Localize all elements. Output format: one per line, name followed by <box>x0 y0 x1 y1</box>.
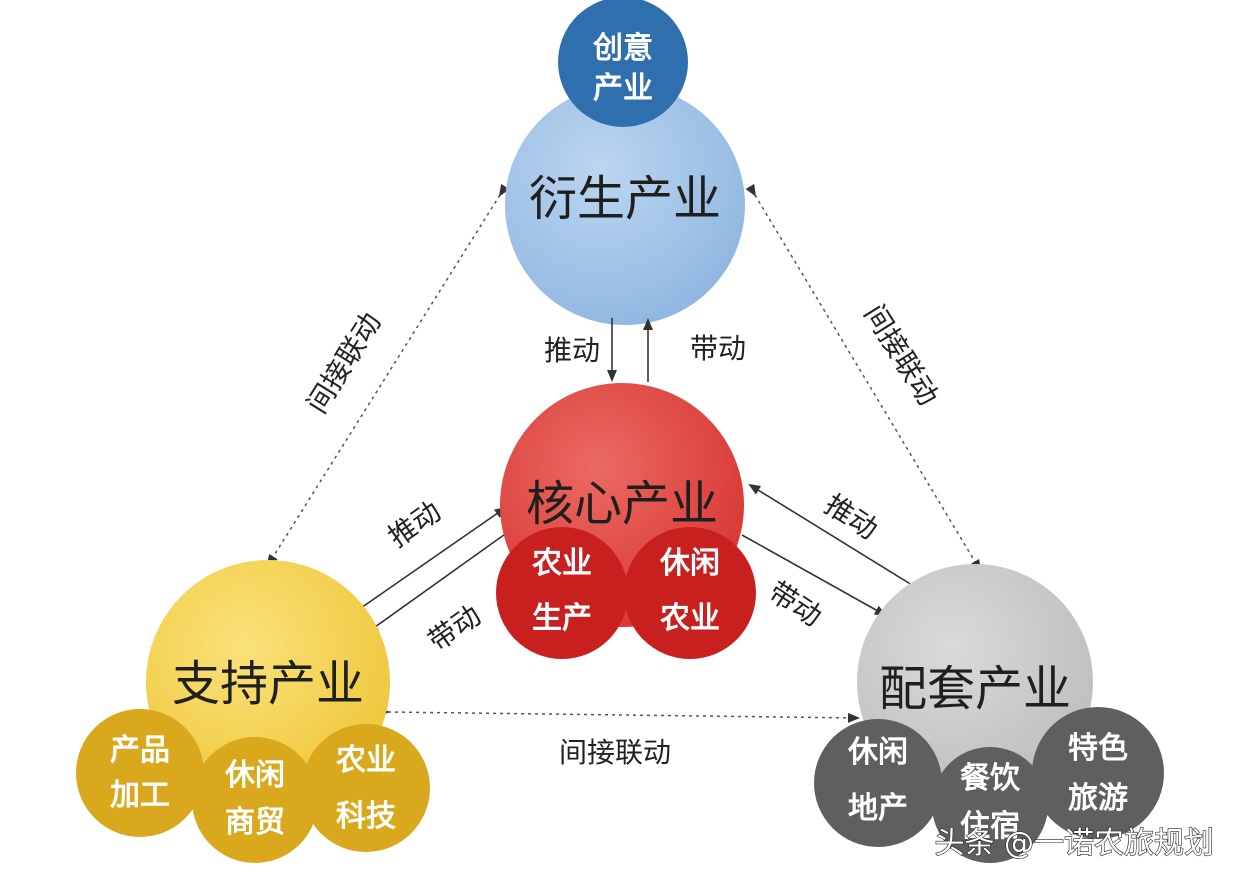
arrow-support-to-core <box>357 506 507 611</box>
arrow-supporting-to-core <box>748 483 913 586</box>
label-derivative-to-core: 推动 <box>544 334 600 367</box>
core-industry-label: 核心产业 <box>526 476 718 532</box>
creative-industry-line1: 创意 <box>592 31 653 66</box>
support-sub-1-line1: 产品 <box>110 733 170 768</box>
support-sub-3-line1: 农业 <box>335 743 396 778</box>
arrow-core-to-supporting <box>741 534 887 616</box>
supporting-sub-2-line1: 餐饮 <box>960 761 1021 796</box>
supporting-sub-bubble-1 <box>814 719 942 847</box>
watermark-text: 头条 @一诺农旅规划 <box>934 826 1214 861</box>
indirect-link-bottom <box>377 706 860 723</box>
core-sub-1-line2: 生产 <box>532 601 592 636</box>
supporting-sub-2-line2: 住宿 <box>960 809 1020 844</box>
core-sub-bubble-1 <box>496 527 628 659</box>
creative-industry-line2: 产业 <box>593 71 653 106</box>
supporting-sub-bubble-2 <box>932 747 1048 863</box>
left-links: 推动 带动 <box>357 495 509 658</box>
indirect-link-right <box>745 183 982 572</box>
indirect-link-left <box>266 183 510 567</box>
label-indirect-bottom: 间接联动 <box>559 736 671 769</box>
supporting-sub-3-line1: 特色 <box>1068 731 1128 766</box>
label-supporting-to-core: 推动 <box>819 488 884 546</box>
core-sub-2-line2: 农业 <box>659 601 720 636</box>
support-sub-2-line2: 商贸 <box>225 805 285 840</box>
vertical-links: 推动 带动 <box>544 318 746 382</box>
label-indirect-left: 间接联动 <box>300 307 387 419</box>
support-industry-label: 支持产业 <box>172 656 364 712</box>
label-core-to-supporting: 带动 <box>763 575 828 633</box>
core-sub-bubble-2 <box>624 527 756 659</box>
supporting-sub-3-line2: 旅游 <box>1068 781 1128 816</box>
support-sub-bubble-1 <box>76 709 204 837</box>
supporting-sub-1-line1: 休闲 <box>847 735 908 770</box>
supporting-sub-bubble-3 <box>1032 707 1164 839</box>
derivative-industry-circle <box>505 85 745 325</box>
derivative-industry-node: 衍生产业 创意 产业 <box>505 0 745 325</box>
core-sub-1-line1: 农业 <box>531 546 592 581</box>
supporting-industry-label: 配套产业 <box>879 661 1071 717</box>
label-indirect-right: 间接联动 <box>857 299 944 411</box>
core-industry-node: 核心产业 农业 生产 休闲 农业 <box>496 383 756 659</box>
support-sub-1-line2: 加工 <box>110 778 170 813</box>
arrow-core-to-support <box>366 531 509 634</box>
label-core-to-derivative: 带动 <box>690 332 746 365</box>
label-support-to-core: 推动 <box>382 495 447 554</box>
core-sub-2-line1: 休闲 <box>659 546 720 581</box>
supporting-industry-node: 配套产业 休闲 地产 餐饮 住宿 特色 旅游 <box>814 564 1164 863</box>
supporting-sub-1-line2: 地产 <box>848 791 908 826</box>
support-sub-2-line1: 休闲 <box>224 758 285 793</box>
support-sub-bubble-3 <box>302 724 430 852</box>
indirect-links <box>266 183 982 723</box>
support-sub-3-line2: 科技 <box>336 799 396 834</box>
support-sub-bubble-2 <box>192 737 318 863</box>
label-core-to-support: 带动 <box>422 599 487 658</box>
support-industry-node: 支持产业 产品 加工 休闲 商贸 农业 科技 <box>76 560 430 863</box>
derivative-industry-label: 衍生产业 <box>529 171 721 227</box>
creative-industry-bubble <box>558 0 688 127</box>
